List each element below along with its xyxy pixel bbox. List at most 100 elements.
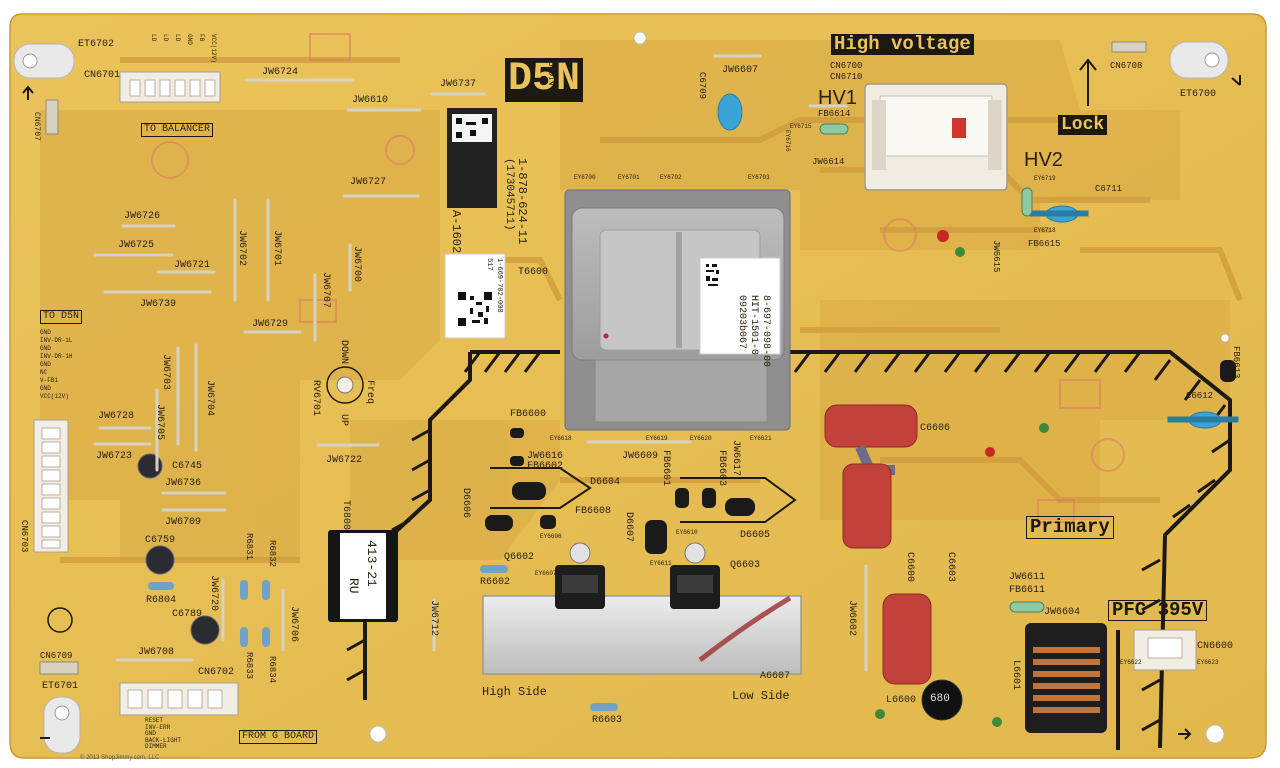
jumper-wires	[93, 54, 868, 672]
ref-ey6622: EY6622	[1120, 659, 1142, 666]
ref-c6612: C6612	[1186, 391, 1214, 401]
ref-cn6701: CN6701	[84, 70, 121, 81]
pin-label-to_d5n: GND	[40, 329, 51, 336]
ref-jw6602: JW6602	[846, 600, 857, 637]
ref-c6711: C6711	[1095, 184, 1123, 194]
ref-fb6611: FB6611	[1009, 585, 1046, 596]
pin-label-balancer: VCC(12V)	[210, 34, 217, 63]
ref-jw6704: JW6704	[204, 380, 215, 417]
ref-jw6617: JW6617	[730, 440, 741, 477]
ref-cn6600: CN6600	[1197, 641, 1234, 652]
ref-ey6606: EY6606	[540, 533, 562, 540]
part-label-sticker	[447, 108, 497, 208]
t6600-sticker-line2: HIT-1501-0	[748, 295, 759, 356]
ref-ey6719: EY6719	[1034, 175, 1056, 182]
hv1-label: HV1	[818, 87, 857, 109]
ref-ey6715: EY6715	[790, 123, 812, 130]
pin-label-to_d5n: INV-DR-1L	[40, 337, 73, 344]
ref-cn6708: CN6708	[1110, 61, 1143, 71]
ref-jw6609: JW6609	[622, 451, 659, 462]
ref-fb6601: FB6601	[660, 450, 671, 487]
pin-label-balancer: LD	[162, 34, 169, 42]
ref-cn6707: CN6707	[32, 112, 41, 141]
ref-jw6616: JW6616	[527, 451, 564, 462]
pin-label-to_d5n: VCC(12V)	[40, 393, 69, 400]
down-label: DOWN	[338, 340, 349, 365]
ref-d6604: D6604	[590, 477, 621, 488]
ref-fb6600: FB6600	[510, 409, 547, 420]
ref-jw6728: JW6728	[98, 411, 135, 422]
ref-fb6614: FB6614	[818, 109, 851, 119]
ref-l6600: L6600	[886, 695, 917, 706]
ref-rv6701: RV6701	[310, 380, 321, 417]
freq-label: Freq	[364, 380, 375, 405]
pin-label-to_d5n: INV-DR-1H	[40, 353, 73, 360]
primary-label: Primary	[1026, 516, 1114, 539]
ref-a6607: A6607	[760, 671, 791, 682]
ref-ey6611: EY6611	[650, 560, 672, 567]
ref-jw6725: JW6725	[118, 240, 155, 251]
ref-jw6706: JW6706	[288, 606, 299, 643]
t6800-sticker-mark: RU	[346, 578, 361, 594]
ref-r6832: R6832	[267, 540, 277, 568]
ref-jw6737: JW6737	[440, 79, 477, 90]
ref-jw6607: JW6607	[722, 65, 759, 76]
part-sub: (173045711)	[503, 158, 515, 231]
ref-ey6700: EY6700	[574, 174, 596, 181]
pin-label-from_g_board: DIMMER	[145, 743, 167, 750]
ref-ey6620: EY6620	[690, 435, 712, 442]
ref-jw6705: JW6705	[154, 404, 165, 441]
pfc-choke	[1025, 623, 1107, 733]
brand-label: SONY	[546, 60, 561, 96]
ref-jw6712: JW6712	[428, 600, 439, 637]
ref-r6833: R6833	[244, 652, 254, 680]
ref-c6759: C6759	[145, 535, 176, 546]
ref-et6700: ET6700	[1180, 89, 1217, 100]
ref-jw6739: JW6739	[140, 299, 177, 310]
pin-label-from_g_board: INV-ERR	[145, 723, 171, 731]
ref-r6602: R6602	[480, 577, 511, 588]
ref-jw6610: JW6610	[352, 95, 389, 106]
l6600-marking: 680	[930, 693, 950, 705]
ref-jw6615: JW6615	[991, 240, 1001, 273]
ref-jw6727: JW6727	[350, 177, 387, 188]
ref-fb6613: FB6613	[1231, 346, 1241, 379]
power-transistors	[555, 542, 720, 609]
ref-cn6709: CN6709	[40, 651, 73, 661]
pin-label-to_d5n: GND	[40, 345, 51, 352]
pin-label-to_d5n: NC	[40, 369, 48, 376]
ref-ey6607: EY6607	[535, 570, 557, 577]
high-voltage-label: High voltage	[831, 34, 974, 55]
mounting-holes	[13, 31, 1230, 754]
ref-et6701: ET6701	[42, 681, 79, 692]
ref-d6606: D6606	[460, 488, 471, 519]
ref-jw6604: JW6604	[1044, 607, 1081, 618]
diodes	[485, 360, 1236, 554]
ref-ey6701: EY6701	[618, 174, 640, 181]
ref-jw6722: JW6722	[326, 455, 363, 466]
pfc-voltage-label: PFC 395V	[1108, 600, 1208, 621]
ref-c6606: C6606	[920, 423, 951, 434]
ref-jw6707: JW6707	[320, 272, 331, 309]
ref-jw6702: JW6702	[236, 230, 247, 267]
pin-label-balancer: FB	[198, 34, 205, 42]
to-d5n-label: TO D5N	[40, 310, 83, 324]
lock-label: Lock	[1058, 115, 1108, 135]
ref-jw6700: JW6700	[351, 246, 362, 283]
ref-et6702: ET6702	[78, 39, 115, 50]
silkscreen-arrows	[22, 58, 1241, 740]
ref-jw6723: JW6723	[96, 451, 133, 462]
ref-c6745: C6745	[172, 461, 203, 472]
ref-jw6709: JW6709	[165, 517, 202, 528]
ref-d6607: D6607	[623, 512, 634, 543]
ref-ey6718: EY6718	[1034, 227, 1056, 234]
board-code: A-1602	[449, 210, 463, 254]
ref-r6804: R6804	[146, 595, 177, 606]
pin-label-to_d5n: GND	[40, 385, 51, 392]
pin-label-to_d5n: GND	[40, 361, 51, 368]
ref-ey6610: EY6610	[676, 529, 698, 536]
heatsink	[482, 595, 802, 675]
pin-label-balancer: GND	[186, 34, 193, 45]
